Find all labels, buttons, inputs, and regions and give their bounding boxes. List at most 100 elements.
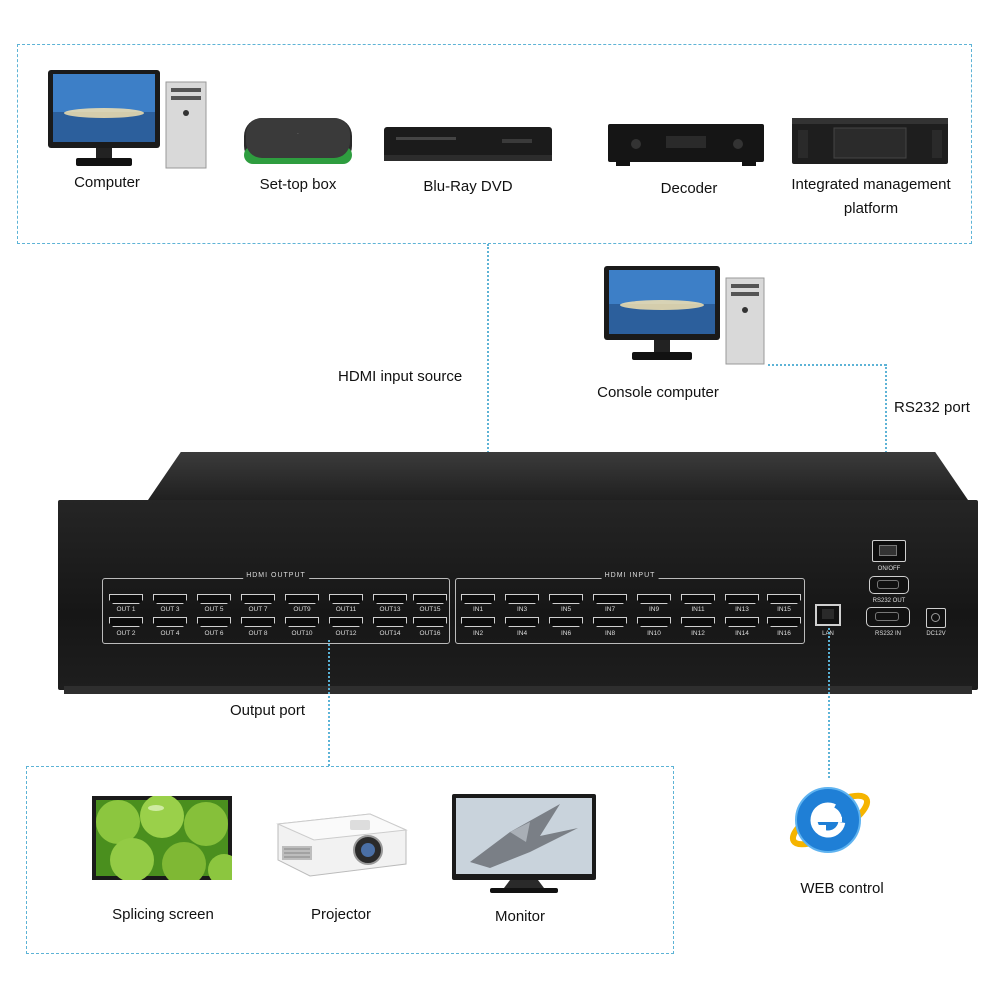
input-port-label: IN10	[647, 630, 661, 637]
decoder-icon	[606, 122, 766, 168]
rs232-connector-horizontal	[768, 364, 886, 366]
hdmi-output-port[interactable]	[373, 594, 407, 604]
power-switch[interactable]	[872, 540, 906, 562]
output-port-label: OUT 3	[160, 606, 180, 613]
computer-label: Computer	[74, 174, 140, 191]
input-port-label: IN12	[691, 630, 705, 637]
input-port-label: IN5	[560, 606, 572, 613]
console-computer-icon	[602, 262, 767, 366]
hdmi-input-port[interactable]	[681, 594, 715, 604]
input-port-label: IN15	[777, 606, 791, 613]
rs232-in-port[interactable]	[866, 607, 910, 627]
output-port-label: OUT 6	[204, 630, 224, 637]
svg-text:.: .	[297, 130, 298, 136]
set-top-box-label: Set-top box	[259, 176, 337, 193]
hdmi-output-port[interactable]	[329, 617, 363, 627]
rs232-out-port[interactable]	[869, 576, 909, 594]
computer-icon	[46, 68, 211, 170]
hdmi-input-port[interactable]	[767, 617, 801, 627]
hdmi-output-port[interactable]	[153, 617, 187, 627]
hdmi-output-port[interactable]	[285, 617, 319, 627]
hdmi-input-port[interactable]	[681, 617, 715, 627]
input-port-label: IN13	[735, 606, 749, 613]
output-port-label: OUT15	[419, 606, 441, 613]
output-port-label: OUT 5	[204, 606, 224, 613]
splicing-screen-icon	[92, 794, 240, 886]
monitor-label: Monitor	[494, 908, 546, 925]
lan-label: LAN	[822, 631, 834, 637]
source-devices-box	[17, 44, 972, 244]
monitor-icon	[450, 792, 598, 894]
hdmi-output-port[interactable]	[413, 617, 447, 627]
output-port-label: OUT 4	[160, 630, 180, 637]
output-port-label: OUT10	[291, 630, 313, 637]
hdmi-output-port[interactable]	[109, 617, 143, 627]
hdmi-input-source-label: HDMI input source	[338, 368, 463, 385]
management-platform-label-line2: platform	[843, 200, 899, 217]
output-port-label: OUT9	[293, 606, 311, 613]
dc-label: DC12V	[926, 631, 946, 637]
output-port-label: Output port	[230, 702, 306, 719]
input-port-label: IN3	[516, 606, 528, 613]
hdmi-output-port[interactable]	[109, 594, 143, 604]
hdmi-output-port[interactable]	[285, 594, 319, 604]
hdmi-input-connector	[487, 244, 489, 556]
input-port-label: IN2	[472, 630, 484, 637]
hdmi-output-port[interactable]	[197, 594, 231, 604]
input-port-label: IN1	[472, 606, 484, 613]
output-port-label: OUT14	[379, 630, 401, 637]
hdmi-input-port[interactable]	[593, 594, 627, 604]
output-port-label: OUT 1	[116, 606, 136, 613]
hdmi-input-port[interactable]	[725, 594, 759, 604]
dc-power-jack[interactable]	[926, 608, 946, 628]
hdmi-output-port[interactable]	[153, 594, 187, 604]
display-devices-box	[26, 766, 674, 954]
console-computer-label: Console computer	[597, 384, 719, 401]
web-control-label: WEB control	[800, 880, 884, 897]
input-port-label: IN4	[516, 630, 528, 637]
blu-ray-player-icon	[382, 125, 554, 165]
input-port-label: IN7	[604, 606, 616, 613]
rs232-out-label: RS232 OUT	[872, 598, 906, 604]
hdmi-input-group: HDMI INPUT	[455, 572, 805, 644]
hdmi-input-port[interactable]	[725, 617, 759, 627]
output-port-label: OUT11	[335, 606, 357, 613]
device-bottom-rail	[64, 686, 972, 694]
splicing-screen-label: Splicing screen	[112, 906, 214, 923]
hdmi-input-port[interactable]	[637, 617, 671, 627]
device-top-panel	[148, 452, 968, 500]
input-port-label: IN9	[648, 606, 660, 613]
hdmi-output-port[interactable]	[373, 617, 407, 627]
input-port-label: IN8	[604, 630, 616, 637]
output-port-label: OUT 8	[248, 630, 268, 637]
hdmi-input-port[interactable]	[549, 617, 583, 627]
hdmi-output-port[interactable]	[197, 617, 231, 627]
lan-web-connector	[828, 628, 830, 778]
output-port-connector	[328, 640, 330, 766]
hdmi-output-port[interactable]	[413, 594, 447, 604]
hdmi-input-port[interactable]	[593, 617, 627, 627]
hdmi-output-title: HDMI OUTPUT	[243, 572, 309, 579]
hdmi-output-port[interactable]	[241, 617, 275, 627]
rs232-in-label: RS232 IN	[874, 631, 901, 637]
input-port-label: IN16	[777, 630, 791, 637]
hdmi-output-port[interactable]	[329, 594, 363, 604]
blu-ray-dvd-label: Blu-Ray DVD	[423, 178, 513, 195]
hdmi-input-port[interactable]	[505, 617, 539, 627]
output-port-label: OUT12	[335, 630, 357, 637]
hdmi-input-port[interactable]	[461, 617, 495, 627]
lan-port[interactable]	[815, 604, 841, 626]
projector-label: Projector	[310, 906, 372, 923]
input-port-label: IN6	[560, 630, 572, 637]
hdmi-input-port[interactable]	[767, 594, 801, 604]
hdmi-input-port[interactable]	[549, 594, 583, 604]
hdmi-input-port[interactable]	[461, 594, 495, 604]
hdmi-input-port[interactable]	[637, 594, 671, 604]
hdmi-output-group: HDMI OUTPUT	[102, 572, 450, 644]
management-platform-icon	[790, 116, 950, 166]
output-port-label: OUT 7	[248, 606, 268, 613]
input-port-label: IN14	[735, 630, 749, 637]
hdmi-output-port[interactable]	[241, 594, 275, 604]
output-port-label: OUT16	[419, 630, 441, 637]
hdmi-input-port[interactable]	[505, 594, 539, 604]
